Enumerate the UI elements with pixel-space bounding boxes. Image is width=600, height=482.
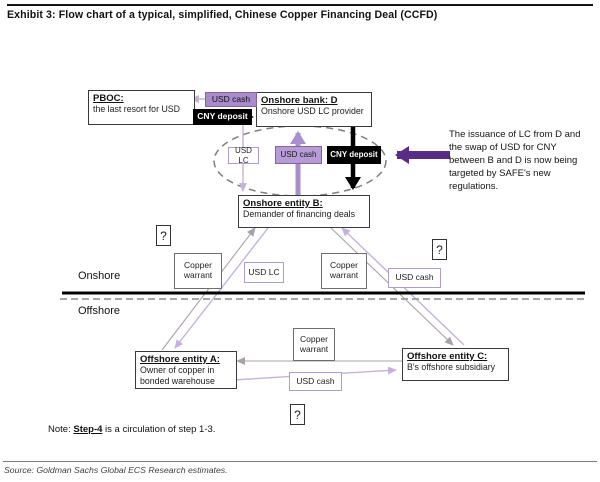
node-entity-a-title: Offshore entity A: [140,354,220,365]
safe-regulation-annotation: The issuance of LC from D and the swap o… [449,129,581,192]
top-rule [7,4,593,6]
node-entity-c-subtitle: B's offshore subsidiary [407,362,496,373]
node-entity-b-subtitle: Demander of financing deals [243,209,355,220]
node-onshore-entity-b: Onshore entity B: Demander of financing … [238,195,370,228]
region-label-onshore: Onshore [78,270,121,282]
question-mark-bottom: ? [290,404,305,425]
flow-copper-warrant-ca: Copper warrant [293,328,335,361]
flow-usd-cash-ac: USD cash [289,372,342,391]
question-mark-right: ? [432,239,447,260]
flow-copper-warrant-ab: Copper warrant [174,253,222,289]
node-offshore-entity-c: Offshore entity C: B's offshore subsidia… [402,348,509,381]
arrow-copper-warrant-a-to-b [161,227,256,351]
node-onshore-bank-d: Onshore bank: D Onshore USD LC provider [256,92,372,127]
node-entity-a-subtitle: Owner of copper in bonded warehouse [140,365,215,386]
source-rule [3,461,597,462]
step-note-step: Step-4 [73,424,103,435]
step-note-suffix: is a circulation of step 1-3. [102,424,216,435]
node-bank-d-title: Onshore bank: D [261,95,338,106]
region-label-offshore: Offshore [78,305,120,317]
step-note: Note: Step-4 is a circulation of step 1-… [48,424,215,435]
node-pboc-subtitle: the last resort for USD [93,104,181,115]
node-entity-b-title: Onshore entity B: [243,198,323,209]
node-pboc: PBOC: the last resort for USD [88,90,195,125]
flow-usd-lc-ellipse: USD LC [228,146,259,165]
flow-cny-deposit-pboc: CNY deposit [193,109,252,125]
node-bank-d-subtitle: Onshore USD LC provider [261,106,364,117]
flow-cny-deposit-ellipse: CNY deposit [327,146,381,164]
question-mark-left: ? [156,225,171,246]
node-offshore-entity-a: Offshore entity A: Owner of copper in bo… [135,351,237,389]
flow-copper-warrant-bc: Copper warrant [321,253,367,289]
flow-usd-cash-cb: USD cash [388,268,441,288]
flow-usd-lc-ba: USD LC [244,262,284,283]
step-note-prefix: Note: [48,424,74,435]
flow-usd-cash-pboc: USD cash [205,92,257,107]
exhibit-title: Exhibit 3: Flow chart of a typical, simp… [7,9,438,21]
node-entity-c-title: Offshore entity C: [407,351,488,362]
node-pboc-title: PBOC: [93,93,124,104]
flow-usd-cash-ellipse: USD cash [275,146,322,164]
source-line: Source: Goldman Sachs Global ECS Researc… [4,465,228,475]
